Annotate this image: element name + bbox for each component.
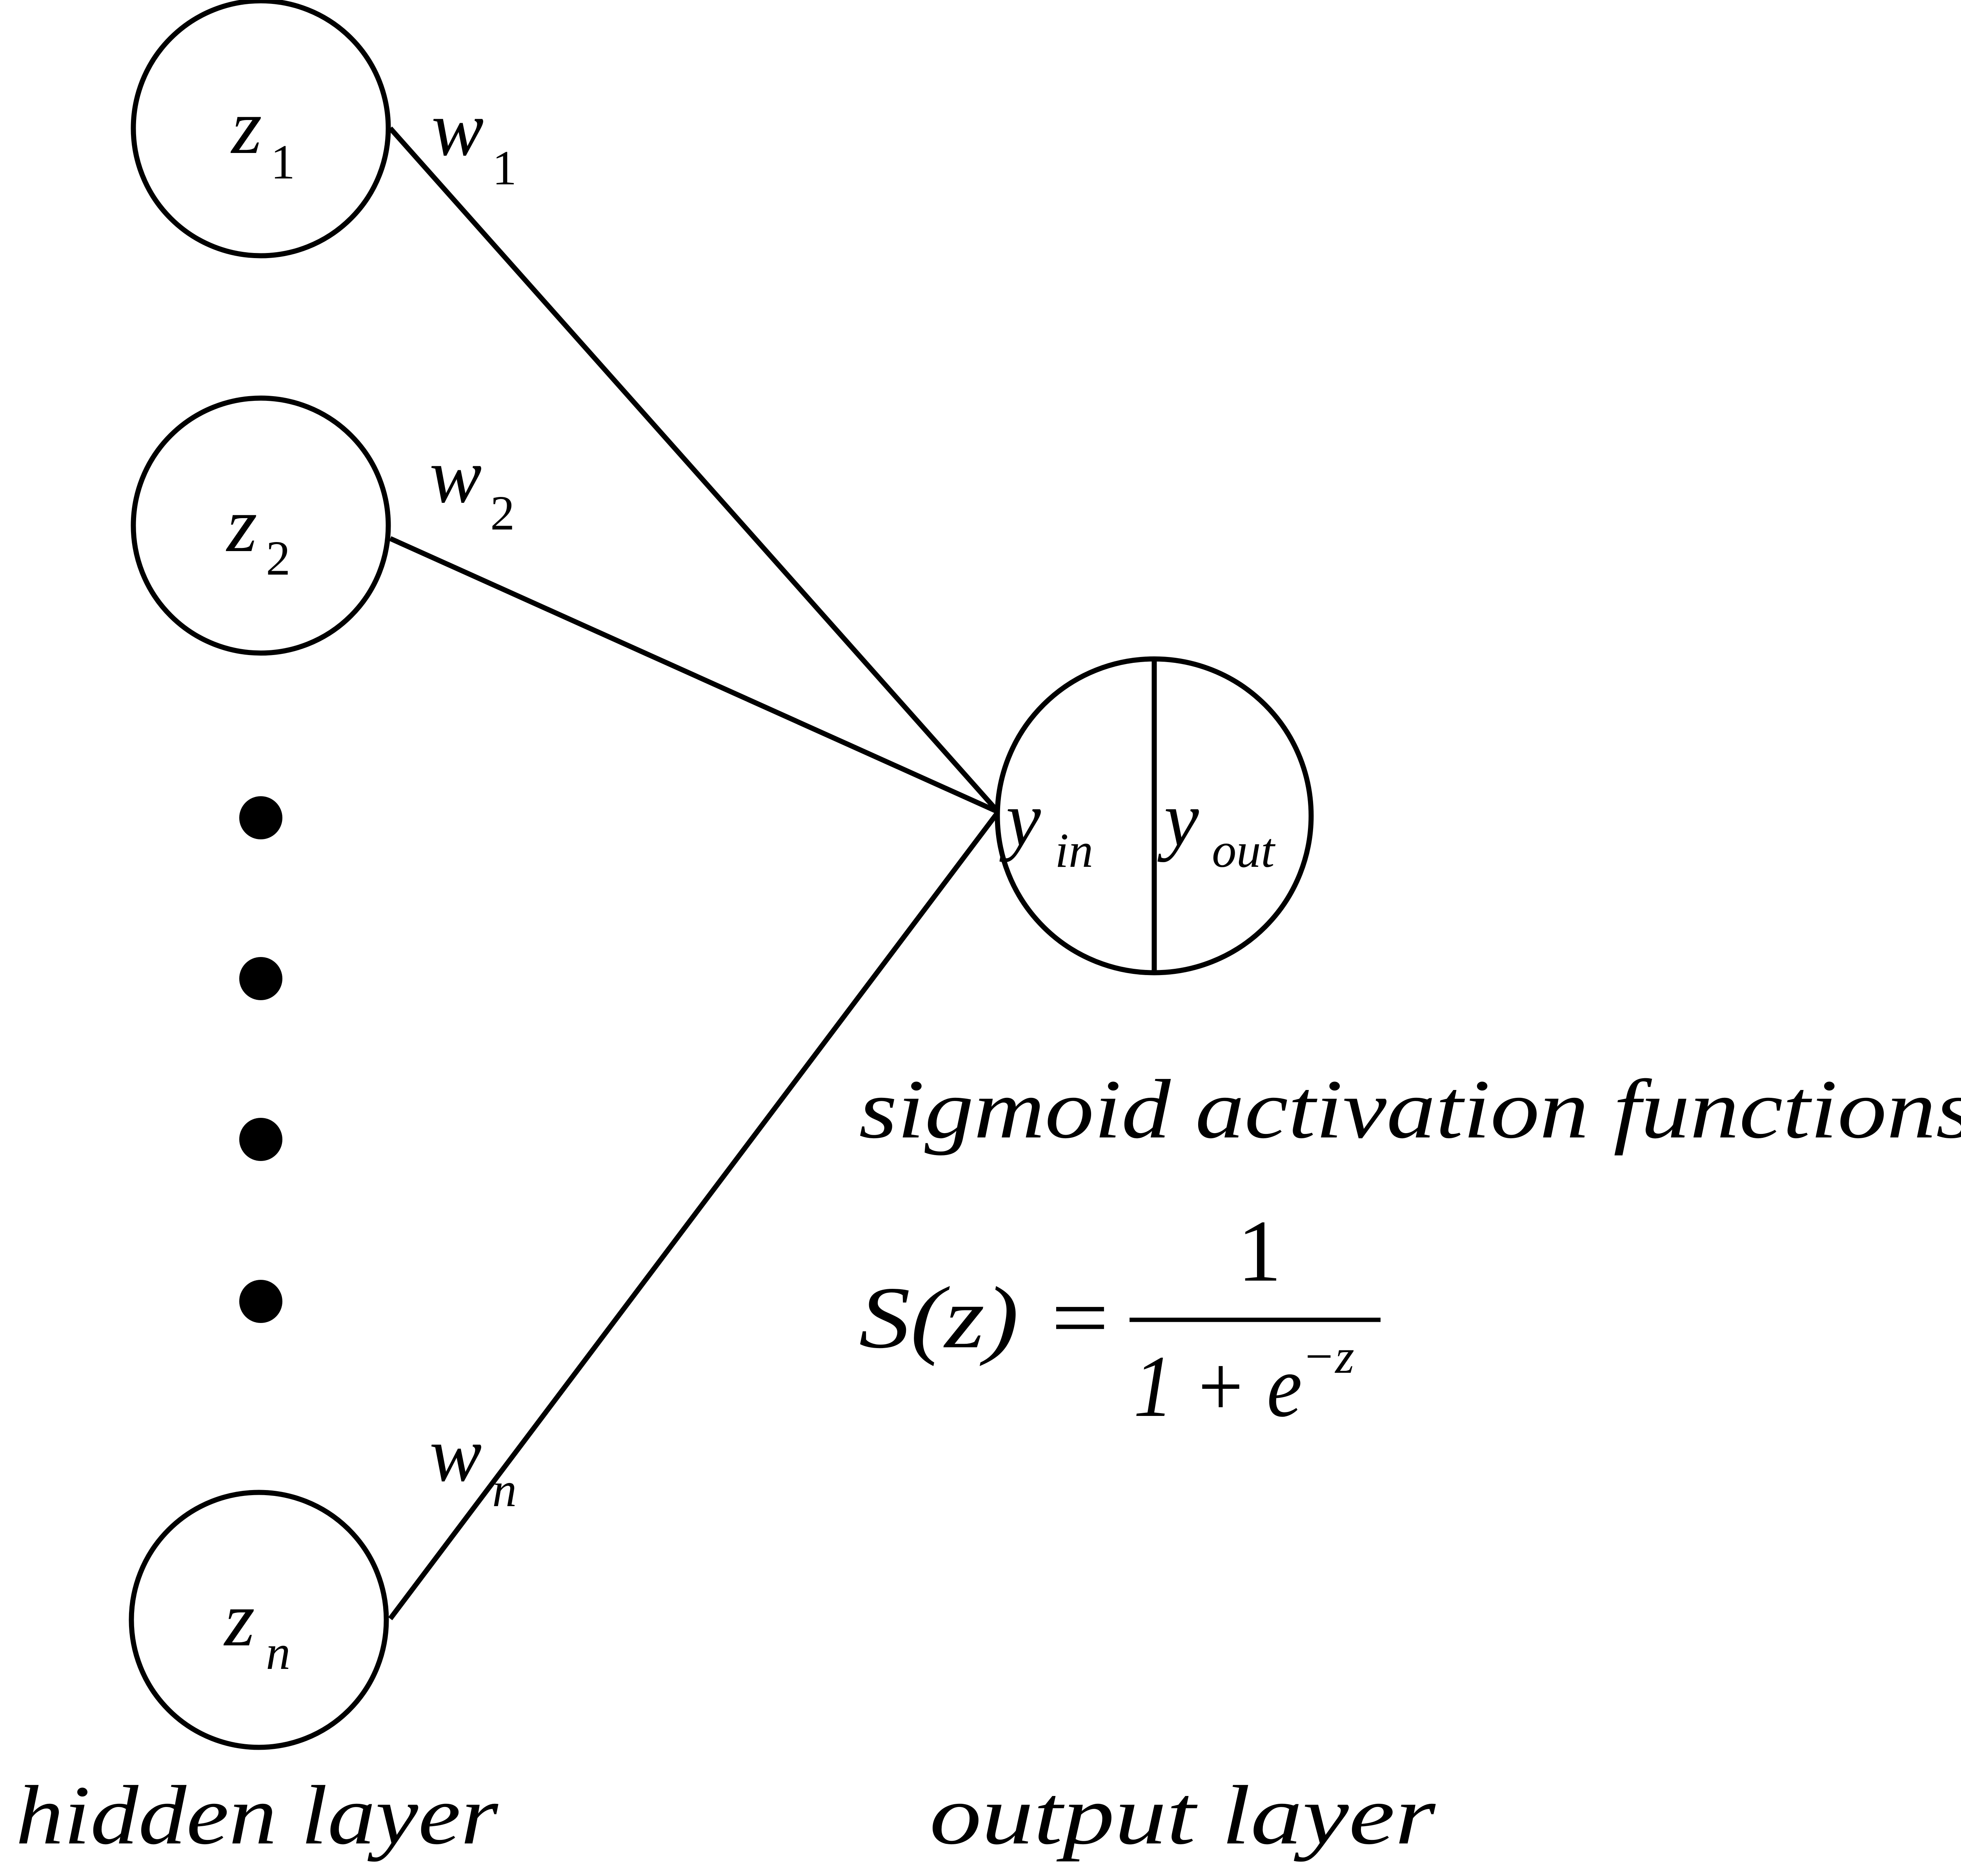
ellipsis-dot [239, 957, 282, 1000]
formula-numerator: 1 [1237, 1202, 1282, 1300]
edge-z1-output [388, 126, 1000, 814]
output-node-yout-subscript: out [1212, 824, 1276, 878]
formula-denominator: 1 + e [1133, 1337, 1302, 1435]
output-layer-label: output layer [930, 1768, 1436, 1862]
weight-w1-symbol: w [431, 86, 484, 172]
weight-w2-subscript: 2 [490, 486, 515, 540]
weight-w1-subscript: 1 [492, 141, 517, 195]
edge-zn-output [388, 810, 1001, 1620]
edge-z2-output [389, 536, 999, 814]
output-node: y in y out [995, 656, 1314, 975]
weight-wn-symbol: w [429, 1411, 482, 1498]
weight-wn: w n [429, 1411, 517, 1517]
hidden-node-z2: z 2 [131, 395, 391, 656]
output-node-yin-symbol: y [999, 776, 1041, 862]
weight-w2-symbol: w [429, 433, 482, 519]
output-node-yin-subscript: in [1055, 824, 1093, 878]
weight-wn-subscript: n [492, 1463, 517, 1517]
weight-w1: w 1 [431, 86, 517, 195]
formula-lhs: S(z) = [859, 1268, 1114, 1367]
hidden-layer-label: hidden layer [16, 1768, 499, 1862]
hidden-node-z1-subscript: 1 [271, 135, 295, 189]
sigmoid-formula: S(z) = 1 1 + e −z [859, 1202, 1381, 1435]
hidden-node-z1: z 1 [131, 0, 391, 258]
hidden-node-z1-symbol: z [230, 84, 262, 170]
activation-heading: sigmoid activation functions : [859, 1062, 1961, 1156]
ellipsis-dot [239, 1118, 282, 1161]
hidden-node-zn-subscript: n [266, 1626, 291, 1680]
hidden-node-z2-subscript: 2 [266, 531, 291, 586]
ellipsis-dot [239, 1280, 282, 1323]
formula-exponent: −z [1302, 1330, 1354, 1384]
weight-w2: w 2 [429, 433, 515, 540]
output-node-yout-symbol: y [1157, 776, 1199, 862]
hidden-node-zn: z n [129, 1490, 389, 1750]
hidden-node-z2-symbol: z [226, 482, 257, 568]
ellipsis-dot [239, 796, 282, 839]
hidden-node-zn-symbol: z [223, 1576, 255, 1663]
